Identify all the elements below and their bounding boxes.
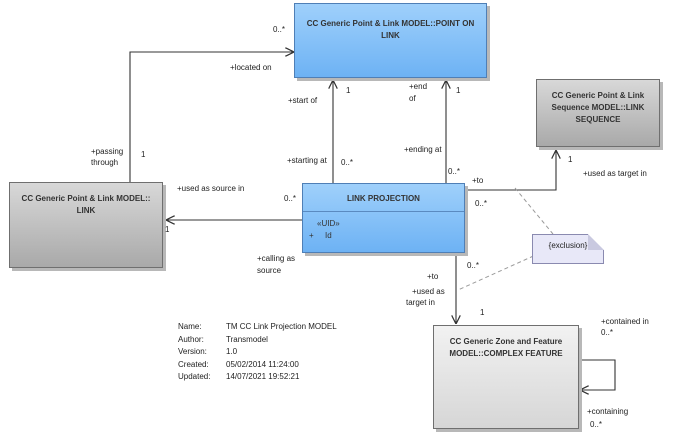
meta-created-value: 05/02/2014 11:24:00 [226, 359, 299, 369]
attr-id: Id [325, 231, 332, 240]
class-link[interactable]: CC Generic Point & Link MODEL:: LINK [9, 182, 163, 268]
mult-label: 0..* [341, 158, 354, 167]
mult-label: 0..* [590, 420, 603, 429]
meta-version-value: 1.0 [226, 347, 238, 356]
role-label: through [91, 158, 119, 167]
note-exclusion[interactable]: {exclusion} [532, 234, 604, 264]
role-label: +containing [587, 407, 629, 416]
mult-label: 0..* [284, 194, 297, 203]
meta-author-value: Transmodel [226, 334, 268, 344]
role-label: +ending at [404, 145, 442, 154]
mult-label: 1 [346, 86, 351, 95]
mult-label: 1 [141, 150, 146, 159]
meta-version-key: Version: [178, 347, 207, 356]
attr-visibility: + [309, 231, 314, 240]
note-link-2 [457, 252, 541, 291]
assoc-link-point-on-link [129, 52, 294, 182]
role-label: +start of [288, 96, 318, 105]
assoc-self-complex-feature [580, 359, 616, 390]
mult-label: 1 [480, 308, 485, 317]
role-label: +used as source in [177, 184, 245, 193]
role-label: +used as [412, 287, 445, 296]
role-label: of [409, 94, 416, 103]
class-link-sequence[interactable]: CC Generic Point & Link Sequence MODEL::… [536, 79, 660, 147]
role-label: +calling as [257, 254, 296, 263]
mult-label: 1 [456, 86, 461, 95]
meta-author-key: Author: [178, 334, 204, 344]
class-point-on-link[interactable]: CC Generic Point & Link MODEL::POINT ON … [294, 3, 487, 78]
class-title: LINK PROJECTION [347, 194, 420, 203]
note-text: {exclusion} [548, 241, 588, 250]
class-title: CC Generic Point & Link Sequence MODEL::… [551, 91, 645, 124]
mult-label: 0..* [475, 199, 488, 208]
meta-updated-key: Updated: [178, 372, 211, 381]
mult-label: 0..* [273, 25, 286, 34]
meta-updated-value: 14/07/2021 19:52:21 [226, 372, 300, 381]
mult-label: 1 [568, 155, 573, 164]
class-title: CC Generic Point & Link MODEL::POINT ON … [306, 19, 475, 40]
class-title: CC Generic Point & Link MODEL:: LINK [21, 194, 151, 215]
role-label: +to [472, 176, 484, 185]
role-label: +contained in [601, 317, 649, 326]
role-label: +located on [230, 63, 272, 72]
meta-created-key: Created: [178, 359, 209, 369]
class-complex-feature[interactable]: CC Generic Zone and Feature MODEL::COMPL… [433, 325, 579, 429]
class-title: CC Generic Zone and Feature MODEL::COMPL… [449, 337, 563, 358]
mult-label: 0..* [601, 328, 614, 337]
role-label: +starting at [287, 156, 327, 165]
note-fold-icon [588, 234, 604, 250]
mult-label: 0..* [467, 261, 480, 270]
mult-label: 1 [165, 225, 170, 234]
role-label: target in [406, 298, 435, 307]
meta-name-key: Name: [178, 322, 202, 331]
note-link-1 [514, 187, 554, 235]
role-label: +passing [91, 147, 124, 156]
class-link-projection[interactable]: LINK PROJECTION «UID» + Id [302, 183, 465, 253]
role-label: source [257, 266, 282, 275]
role-label: +end [409, 82, 428, 91]
role-label: +to [427, 272, 439, 281]
attr-stereotype: «UID» [317, 219, 340, 228]
assoc-link-sequence [465, 150, 556, 191]
role-label: +used as target in [583, 169, 647, 178]
mult-label: 0..* [448, 167, 461, 176]
meta-name-value: TM CC Link Projection MODEL [226, 322, 337, 331]
model-metadata: Name: TM CC Link Projection MODEL Author:… [178, 321, 337, 384]
